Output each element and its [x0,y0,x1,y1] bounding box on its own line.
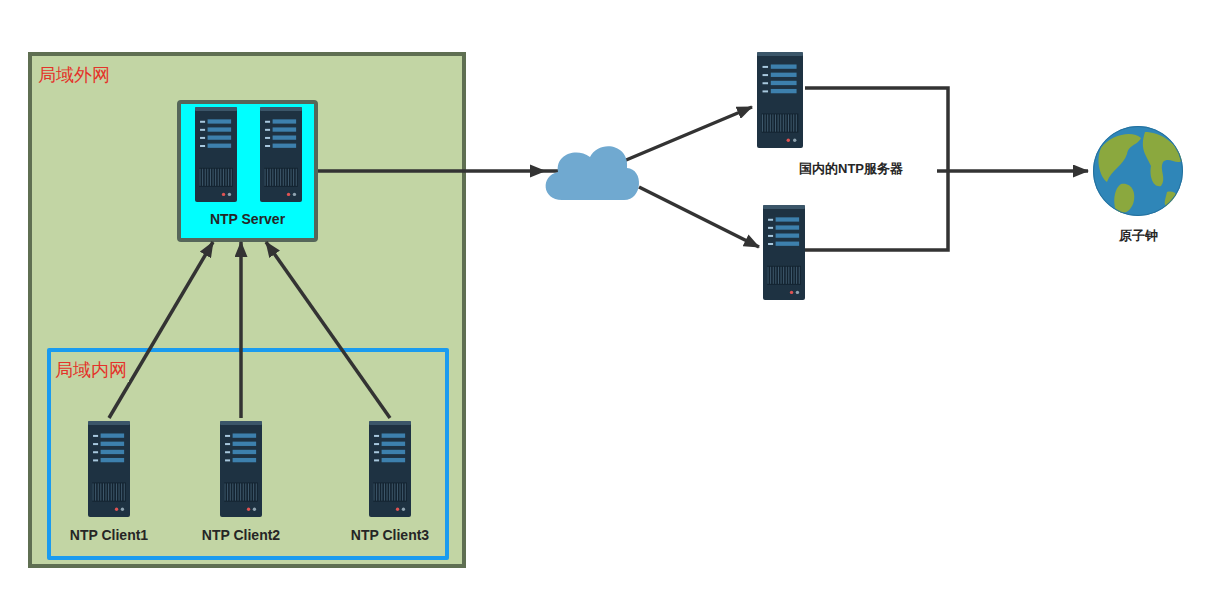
server-icon [757,52,803,148]
region-label: 局域内网 [53,360,129,382]
node-label: NTP Client2 [202,527,280,544]
server-icon [763,205,805,300]
server-icon [220,421,262,517]
branch-arrow [639,187,759,247]
label-slot: NTP Client1 [57,526,161,544]
server-icon [369,421,411,517]
connector-arrow [937,169,1088,173]
clock-node: 原子钟 [1088,122,1188,250]
label-slot: NTP Server [181,210,314,228]
node-label: 原子钟 [1119,228,1158,244]
cloud-symbol [546,146,639,200]
region-label: 局域外网 [38,65,110,87]
client-node: NTP Client1 [57,418,161,546]
network-region: 局域外网 NTP Server 局域内网 NTP Client1 NTP Client2… [28,52,466,568]
label-slot: NTP Client2 [189,526,293,544]
client-node: NTP Client2 [189,418,293,546]
label-slot: 局域外网 [38,65,110,87]
server-icon [88,421,130,517]
node-label: NTP Client1 [70,527,148,544]
label-slot: 原子钟 [1088,226,1188,244]
network-region: 局域内网 NTP Client1 NTP Client2 NTP Client3 [47,348,449,560]
label-slot: NTP Client3 [338,526,442,544]
node-label: NTP Server [210,211,285,228]
client-node: NTP Client3 [338,418,442,546]
label-slot: 局域内网 [53,360,129,382]
node-label: NTP Client3 [351,527,429,544]
node-label: 国内的NTP服务器 [799,161,903,177]
arrow-head [530,165,546,178]
label-slot: 国内的NTP服务器 [799,159,903,177]
server-icon [195,107,237,202]
server-box: NTP Server [177,100,318,242]
globe-icon [1093,126,1183,216]
server-group: 国内的NTP服务器 [752,48,937,304]
server-icon [260,107,302,202]
